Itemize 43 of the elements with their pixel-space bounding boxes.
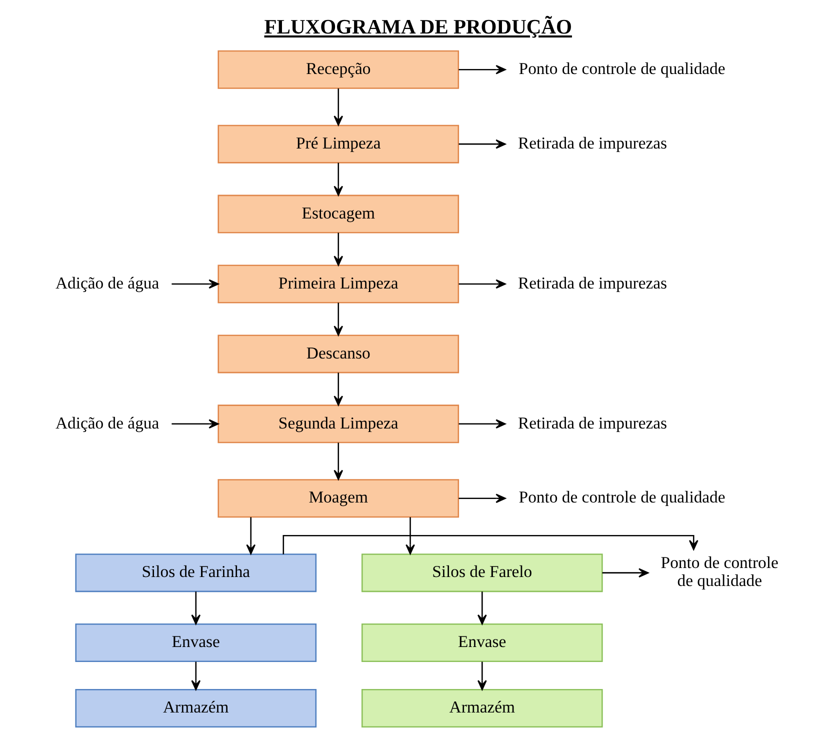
- arrow: [334, 88, 344, 126]
- node-box: Silos de Farelo: [361, 554, 603, 592]
- node-box: Moagem: [218, 479, 460, 518]
- arrow: [334, 302, 344, 336]
- arrow: [458, 139, 506, 149]
- arrow: [334, 372, 344, 406]
- node-box: Envase: [361, 624, 603, 662]
- arrow: [458, 419, 506, 429]
- arrow: [477, 592, 487, 625]
- node-box: Segunda Limpeza: [218, 404, 460, 444]
- node-text: Adição de água: [55, 413, 160, 432]
- node-text: Retirada de impurezas: [518, 133, 668, 152]
- arrow: [334, 232, 344, 266]
- node-box: Envase: [75, 624, 317, 662]
- arrow: [246, 517, 256, 554]
- arrow: [172, 419, 219, 429]
- arrow: [334, 162, 344, 196]
- node-box: Pré Limpeza: [218, 124, 460, 164]
- arrow: [191, 662, 201, 690]
- node-box: Recepção: [218, 50, 460, 89]
- arrow: [458, 494, 506, 504]
- arrow: [334, 442, 344, 480]
- node-text: Ponto de controle de qualidade: [660, 553, 778, 590]
- arrow: [172, 279, 219, 289]
- node-box: Armazém: [361, 688, 603, 728]
- arrow: [602, 568, 649, 578]
- arrow: [477, 662, 487, 690]
- arrow: [191, 592, 201, 625]
- node-box: Primeira Limpeza: [218, 264, 460, 304]
- arrow: [458, 64, 506, 74]
- node-text: Retirada de impurezas: [518, 273, 668, 292]
- node-text: Retirada de impurezas: [518, 413, 668, 432]
- arrow: [282, 534, 698, 554]
- diagram-title: FLUXOGRAMA DE PRODUÇÃO: [264, 16, 572, 38]
- node-text: Adição de água: [55, 273, 160, 292]
- arrow: [406, 517, 415, 554]
- node-box: Silos de Farinha: [75, 554, 317, 592]
- node-box: Armazém: [75, 688, 317, 728]
- node-text: Ponto de controle de qualidade: [518, 58, 726, 78]
- node-box: Descanso: [218, 334, 460, 374]
- arrow: [458, 279, 506, 289]
- node-text: Ponto de controle de qualidade: [518, 488, 726, 507]
- node-box: Estocagem: [218, 194, 460, 234]
